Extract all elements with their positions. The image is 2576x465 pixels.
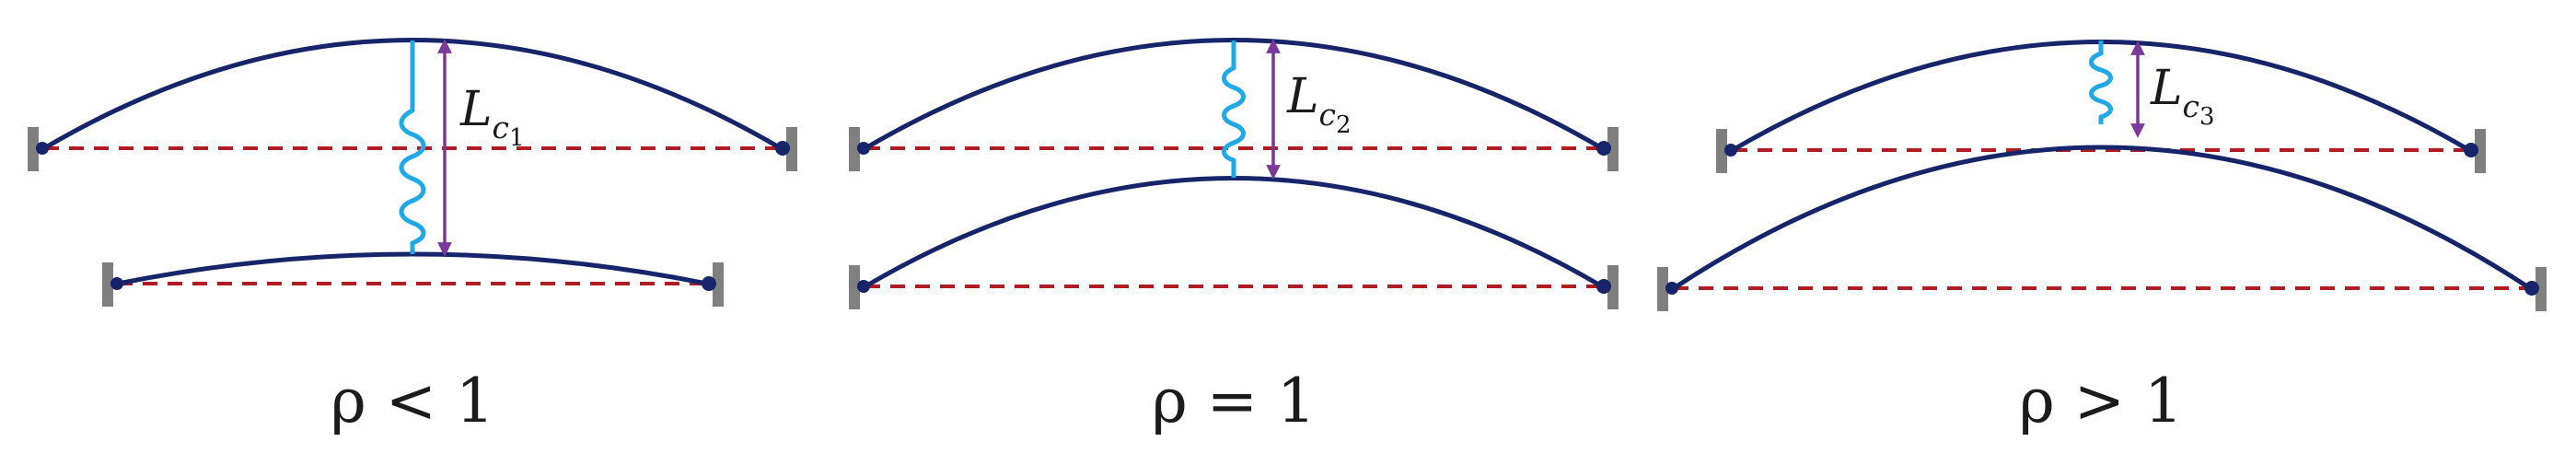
- bottom-beam: [102, 251, 724, 307]
- right-end-node: [775, 141, 790, 156]
- right-anchor: [1607, 265, 1619, 309]
- right-anchor: [1607, 127, 1619, 171]
- bottom-beam-curve: [1671, 145, 2533, 291]
- panel-caption: ρ = 1: [1152, 366, 1316, 436]
- left-anchor: [1716, 129, 1727, 173]
- right-anchor: [786, 127, 797, 171]
- right-end-node: [2464, 143, 2478, 157]
- right-anchor: [2535, 267, 2547, 311]
- left-end-node: [110, 277, 123, 290]
- right-end-node: [702, 276, 716, 291]
- length-label: Lc1: [459, 82, 525, 152]
- top-beam-curve: [1730, 40, 2472, 153]
- panel-rho-greater-than-one: Lc3 ρ > 1: [1657, 40, 2547, 436]
- right-anchor: [713, 262, 724, 307]
- top-beam-curve: [41, 38, 783, 151]
- right-anchor: [2475, 129, 2486, 173]
- coupling-spring: [1222, 41, 1246, 178]
- right-end-node: [1596, 141, 1611, 156]
- length-label: Lc2: [1286, 69, 1352, 139]
- left-anchor: [1657, 267, 1668, 311]
- right-end-node: [1596, 279, 1611, 294]
- length-label: Lc3: [2150, 61, 2215, 131]
- coupling-spring: [2089, 41, 2113, 124]
- top-beam-curve: [863, 38, 1605, 151]
- top-beam: [28, 38, 797, 171]
- left-anchor: [28, 127, 39, 171]
- bottom-beam: [849, 176, 1619, 309]
- left-anchor: [102, 262, 113, 307]
- left-anchor: [849, 265, 860, 309]
- bottom-beam: [1657, 145, 2547, 311]
- panel-rho-equal-one: Lc2 ρ = 1: [849, 38, 1619, 436]
- panel-caption: ρ > 1: [2019, 366, 2183, 436]
- panel-caption: ρ < 1: [331, 366, 494, 436]
- bottom-beam-curve: [863, 176, 1605, 289]
- left-end-node: [1724, 144, 1737, 157]
- right-end-node: [2524, 281, 2539, 296]
- left-end-node: [857, 142, 870, 155]
- top-beam: [1716, 40, 2486, 173]
- left-end-node: [1665, 282, 1678, 295]
- bottom-beam-curve: [115, 251, 710, 286]
- coupling-spring: [399, 41, 426, 254]
- top-beam: [849, 38, 1619, 171]
- left-anchor: [849, 127, 860, 171]
- panel-rho-less-than-one: Lc1 ρ < 1: [28, 38, 797, 436]
- left-end-node: [857, 280, 870, 293]
- left-end-node: [36, 142, 49, 155]
